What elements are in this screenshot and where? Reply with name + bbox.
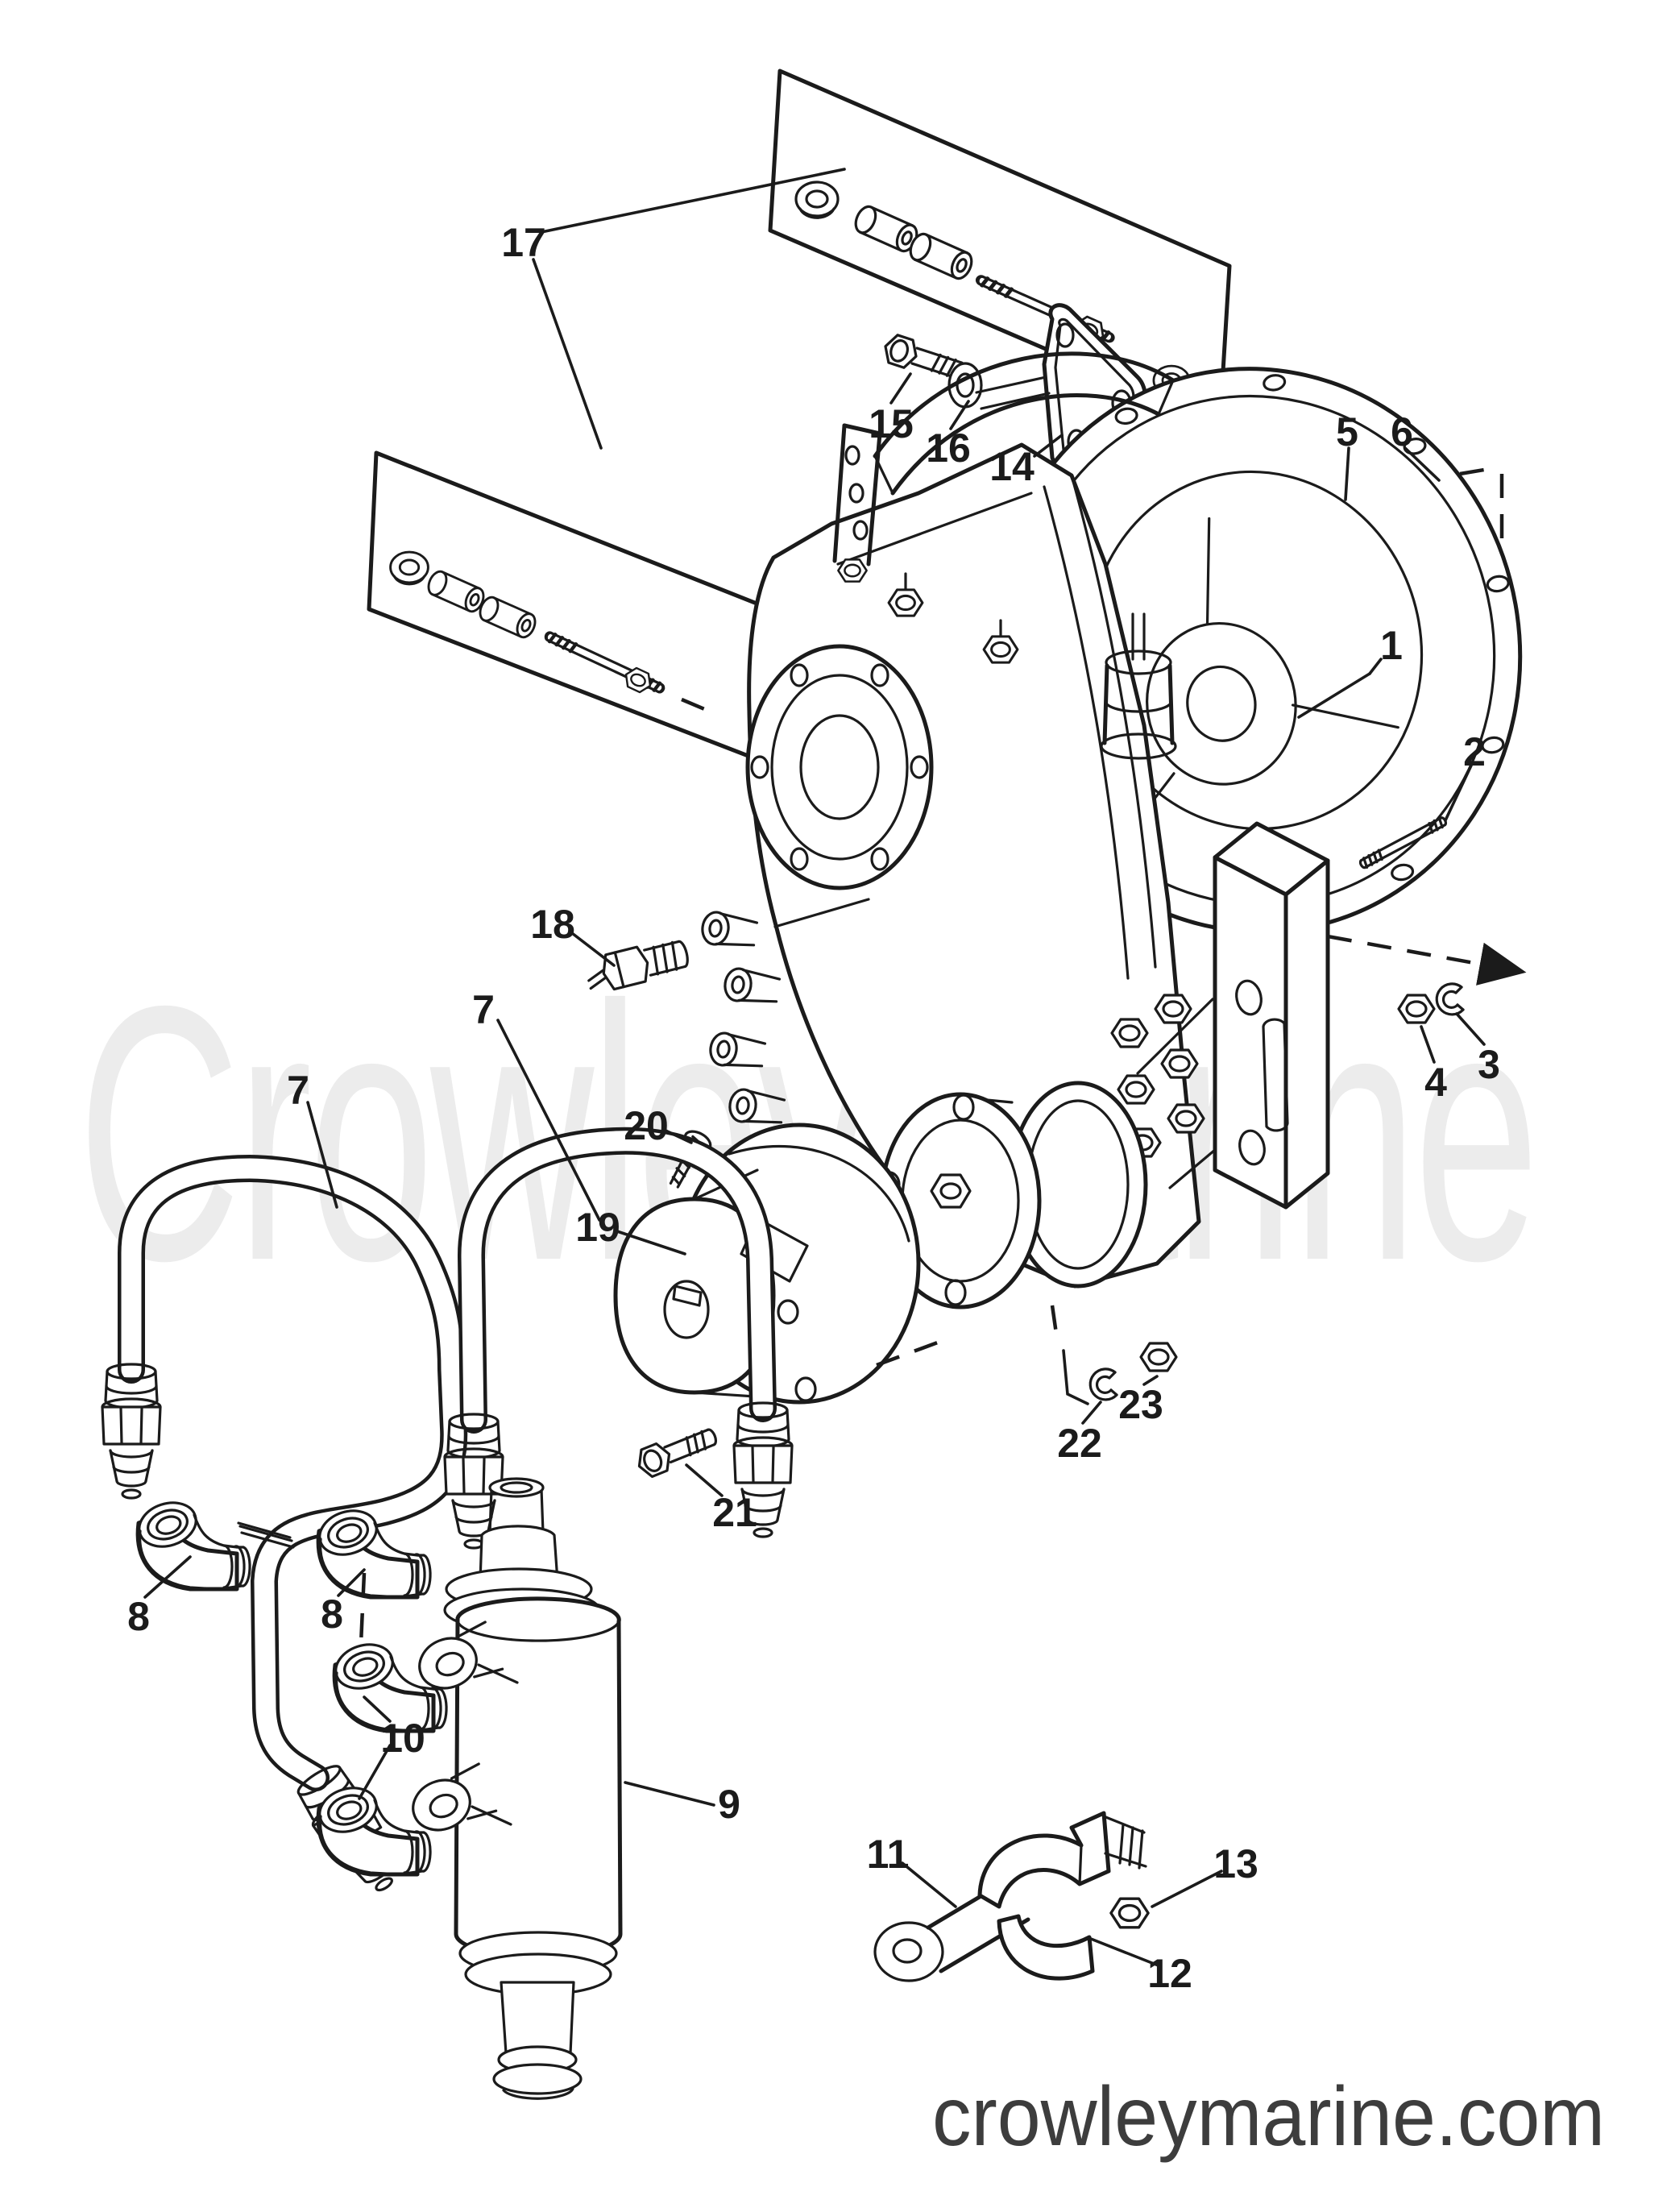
shift-bracket <box>832 423 1019 664</box>
leader-line-8 <box>143 1555 192 1599</box>
part-label-20: 20 <box>624 1103 669 1148</box>
part-label-12: 12 <box>1147 1951 1192 1996</box>
leader-line-10 <box>358 1744 392 1800</box>
part-label-2: 2 <box>1463 729 1486 774</box>
clamp-assembly <box>873 1811 1150 1982</box>
part-label-5: 5 <box>1336 409 1358 454</box>
part-label-15: 15 <box>869 401 914 446</box>
leader-line-1 <box>1368 658 1383 675</box>
leader-line-22 <box>1081 1401 1102 1425</box>
output-flange <box>878 998 1242 1309</box>
part-label-9: 9 <box>718 1782 740 1827</box>
hose-left <box>101 1154 468 1905</box>
leader-line-15 <box>889 372 912 405</box>
part-label-16: 16 <box>926 425 971 471</box>
leader-line-19 <box>616 1230 686 1255</box>
hose-right <box>443 1127 794 1550</box>
leader-line-4 <box>1420 1025 1436 1064</box>
dash-leader-bracket <box>1327 934 1527 986</box>
nut-23 <box>1139 1342 1178 1372</box>
part-label-1: 1 <box>1380 623 1403 668</box>
dash-elbow <box>359 1572 367 1645</box>
front-flange <box>745 644 934 890</box>
part-label-19: 19 <box>575 1205 620 1250</box>
top-mount <box>1100 612 1177 760</box>
leader-line-9 <box>624 1781 715 1807</box>
part-label-7: 7 <box>472 987 495 1032</box>
part-label-3: 3 <box>1478 1042 1500 1087</box>
leader-line-18 <box>570 932 616 967</box>
part-label-8: 8 <box>321 1592 343 1637</box>
site-watermark-text: crowleymarine.com <box>932 2070 1605 2164</box>
part-label-11: 11 <box>867 1832 910 1877</box>
leader-line-17 <box>532 258 603 450</box>
leader-line-17 <box>540 168 846 234</box>
leader-line-12 <box>1089 1937 1162 1968</box>
part-label-17: 17 <box>501 220 546 265</box>
sensor-18 <box>587 940 689 991</box>
lifting-strap <box>873 351 1176 496</box>
leader-line-11 <box>901 1861 957 1908</box>
part-label-14: 14 <box>989 444 1035 489</box>
nut-4 <box>1397 994 1436 1024</box>
part-label-7: 7 <box>287 1068 309 1113</box>
leader-line-23 <box>1142 1375 1159 1386</box>
part-label-22: 22 <box>1057 1421 1102 1466</box>
leader-line-14 <box>1033 434 1064 458</box>
part-label-6: 6 <box>1391 409 1413 454</box>
part-label-21: 21 <box>712 1490 757 1535</box>
leader-line-10 <box>363 1695 392 1723</box>
leader-line-6 <box>1404 446 1441 482</box>
mount-bracket-block <box>1213 821 1330 1210</box>
leader-line-7 <box>306 1101 338 1209</box>
part-label-8: 8 <box>127 1594 150 1639</box>
panel-nut-icon <box>794 181 840 219</box>
diagram-linework <box>101 68 1527 2100</box>
leader-line-16 <box>949 400 970 430</box>
dash-leader-output <box>1050 1305 1089 1405</box>
part-label-10: 10 <box>380 1716 425 1761</box>
leader-line-13 <box>1151 1870 1223 1908</box>
part-label-23: 23 <box>1118 1382 1163 1427</box>
leader-line-21 <box>685 1463 724 1497</box>
part-label-13: 13 <box>1213 1841 1258 1886</box>
part-label-4: 4 <box>1424 1060 1447 1105</box>
leader-line-1 <box>1297 672 1371 719</box>
leader-line-8 <box>337 1568 366 1597</box>
heat-exchanger <box>412 1477 623 2100</box>
part-label-18: 18 <box>530 902 575 947</box>
leader-line-20 <box>662 1128 693 1144</box>
leader-line-3 <box>1455 1012 1486 1046</box>
leader-line-2 <box>1444 764 1473 822</box>
leader-line-7 <box>496 1019 601 1222</box>
leader-line-5 <box>1344 446 1350 501</box>
